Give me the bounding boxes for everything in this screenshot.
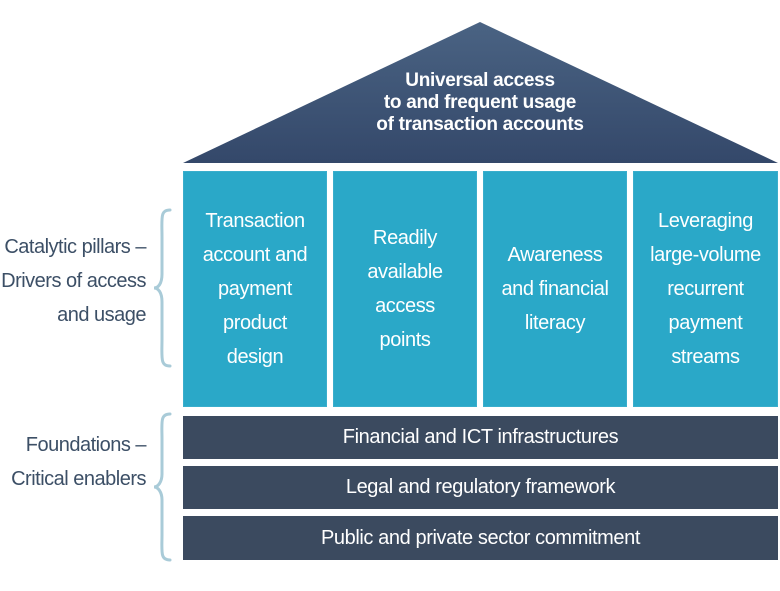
roof-title-line-3: of transaction accounts: [376, 114, 584, 135]
foundation-label: Legal and regulatory framework: [345, 476, 616, 498]
side-label-line: and usage: [57, 304, 146, 326]
side-label-line: Catalytic pillars –: [4, 236, 146, 258]
roof-title: Universal access to and frequent usage o…: [330, 70, 630, 136]
pillar-transaction-account: Transaction account and payment product …: [183, 171, 327, 407]
foundation-label: Financial and ICT infrastructures: [342, 426, 619, 448]
pillar-label: Transaction account and payment product …: [202, 210, 308, 368]
pillar-access-points: Readily available access points: [333, 171, 477, 407]
pillar-label: Awareness and financial literacy: [501, 244, 609, 334]
pillar-label: Readily available access points: [367, 227, 443, 351]
roof-title-line-1: Universal access: [405, 70, 555, 91]
side-label-pillars: Catalytic pillars – Drivers of access an…: [0, 230, 146, 332]
foundation-label: Public and private sector commitment: [320, 526, 641, 549]
brace-pillars: [153, 208, 172, 368]
pillar-financial-literacy: Awareness and financial literacy: [483, 171, 627, 407]
side-label-foundations: Foundations – Critical enablers: [0, 428, 146, 496]
side-label-line: Critical enablers: [11, 468, 146, 490]
side-label-line: Drivers of access: [1, 270, 146, 292]
brace-foundations: [153, 412, 172, 562]
foundation-infrastructures: Financial and ICT infrastructures: [183, 416, 778, 459]
pillar-payment-streams: Leveraging large-volume recurrent paymen…: [633, 171, 778, 407]
foundation-legal-framework: Legal and regulatory framework: [183, 466, 778, 509]
pillar-label: Leveraging large-volume recurrent paymen…: [650, 210, 761, 368]
roof-triangle: [183, 22, 778, 163]
foundation-commitment: Public and private sector commitment: [183, 516, 778, 560]
side-label-line: Foundations –: [25, 434, 147, 456]
roof-title-line-2: to and frequent usage: [383, 92, 577, 113]
